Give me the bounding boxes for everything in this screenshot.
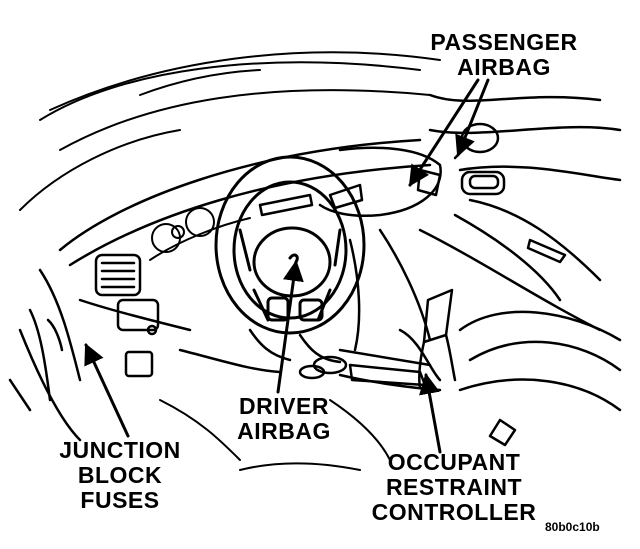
instrument-cluster: [149, 207, 251, 261]
driver-airbag-label: DRIVER AIRBAG: [214, 394, 354, 444]
steering-wheel: [214, 155, 366, 335]
left-dash-panel: [8, 268, 192, 442]
left-air-vent: [94, 253, 142, 297]
driver-airbag-label-line2: AIRBAG: [237, 418, 331, 444]
callout-arrows: [84, 78, 490, 454]
side-mirror: [453, 122, 500, 160]
occupant-restraint-controller-label-line1: OCCUPANT: [387, 449, 521, 475]
passenger-airbag-label-line1: PASSENGER: [430, 29, 578, 55]
figure-code: 80b0c10b: [545, 520, 600, 534]
gear-shifter: [417, 288, 457, 390]
occupant-restraint-controller-label-line3: CONTROLLER: [371, 499, 537, 525]
passenger-airbag-label: PASSENGER AIRBAG: [404, 30, 604, 80]
junction-block-arrow: [84, 343, 130, 438]
windshield: [19, 51, 441, 211]
driver-airbag-label-line1: DRIVER: [239, 393, 329, 419]
driver-airbag-arrow: [276, 259, 304, 394]
junction-block-fuses-label: JUNCTION BLOCK FUSES: [40, 438, 200, 513]
occupant-restraint-controller-label: OCCUPANT RESTRAINT CONTROLLER: [344, 450, 564, 525]
junction-block-fuses-label-line1: JUNCTION: [59, 437, 181, 463]
passenger-airbag-label-line2: AIRBAG: [457, 54, 551, 80]
passenger-airbag-arrow: [408, 78, 480, 187]
junction-block-fuses-label-line2: BLOCK: [77, 462, 163, 488]
junction-block-fuses-label-line3: FUSES: [80, 487, 160, 513]
passenger-airbag-arrow-2: [455, 78, 490, 157]
floor: [159, 399, 391, 471]
passenger-seat: [458, 310, 622, 447]
right-door-panel: [418, 93, 622, 332]
occupant-restraint-controller-label-line2: RESTRAINT: [385, 474, 523, 500]
occupant-restraint-controller-arrow: [419, 372, 442, 454]
steering-column: [178, 328, 342, 374]
